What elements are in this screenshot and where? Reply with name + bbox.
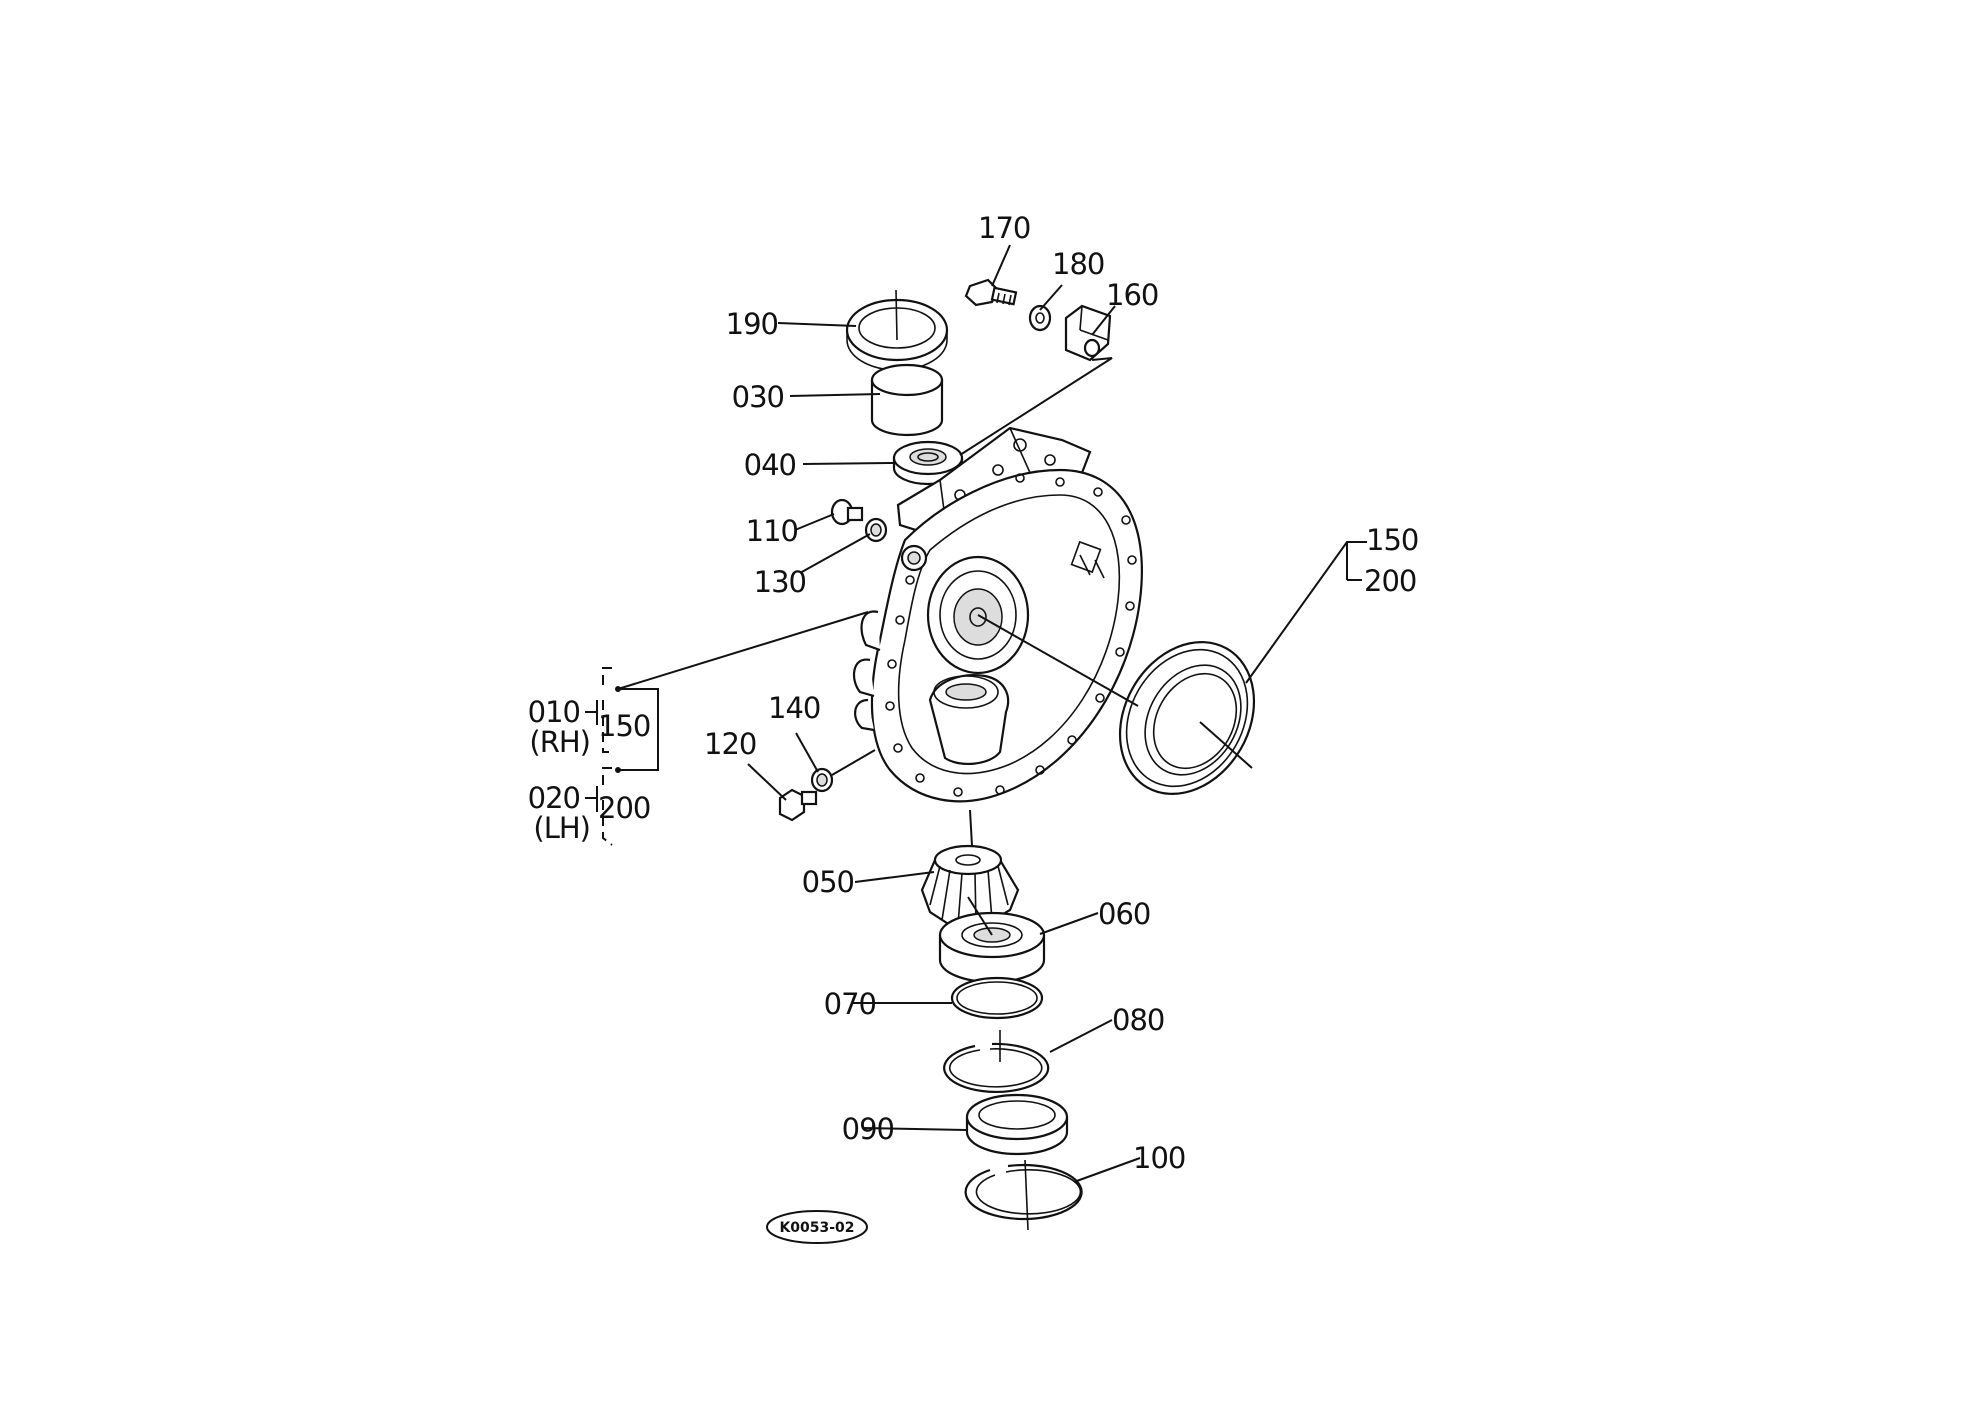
label-100: 100: [1133, 1141, 1185, 1175]
part-030-collar: [870, 363, 944, 437]
part-190-seal: [845, 289, 949, 371]
leader-lines: [585, 244, 1367, 1183]
label-180: 180: [1052, 247, 1104, 281]
part-080-snap-ring: [943, 1030, 1050, 1094]
label-040: 040: [744, 448, 796, 482]
part-100-snap-ring: [964, 1159, 1083, 1231]
part-labels: 170 180 160 190 030 040 110 130 150 200 …: [528, 211, 1420, 1175]
part-070-shim: [950, 976, 1044, 1020]
part-090-collar: [965, 1093, 1069, 1156]
label-020: 020: [528, 781, 580, 815]
label-120: 120: [704, 727, 756, 761]
label-190: 190: [726, 307, 778, 341]
label-200-seal: 200: [1364, 564, 1416, 598]
label-140: 140: [768, 691, 820, 725]
part-160-bracket: [1064, 304, 1112, 362]
label-070: 070: [824, 987, 876, 1021]
label-200-bracket: 200: [598, 791, 650, 825]
part-housing-casing: [852, 426, 1143, 803]
part-170-bolt: [964, 278, 1018, 307]
part-150-200-oil-seal: [1118, 640, 1256, 796]
label-010: 010: [528, 695, 580, 729]
part-120-plug: [778, 788, 818, 822]
part-110-plug: [830, 498, 864, 526]
diagram-code: K0053-02: [779, 1220, 854, 1236]
label-160: 160: [1106, 278, 1158, 312]
label-150-seal: 150: [1366, 523, 1418, 557]
diagram-code-badge: K0053-02: [766, 1210, 868, 1244]
label-050: 050: [802, 865, 854, 899]
part-060-ball-bearing: [938, 911, 1046, 984]
label-090: 090: [842, 1112, 894, 1146]
part-140-washer: [810, 767, 834, 793]
label-130: 130: [754, 565, 806, 599]
label-rh: (RH): [529, 725, 590, 759]
label-060: 060: [1098, 897, 1150, 931]
label-150-bracket: 150: [598, 709, 650, 743]
label-110: 110: [746, 514, 798, 548]
label-lh: (LH): [533, 811, 590, 845]
part-130-gasket: [864, 517, 888, 543]
part-050-bevel-gear: [920, 844, 1020, 927]
label-170: 170: [978, 211, 1030, 245]
label-080: 080: [1112, 1003, 1164, 1037]
label-030: 030: [732, 380, 784, 414]
part-180-washer: [1028, 304, 1052, 332]
